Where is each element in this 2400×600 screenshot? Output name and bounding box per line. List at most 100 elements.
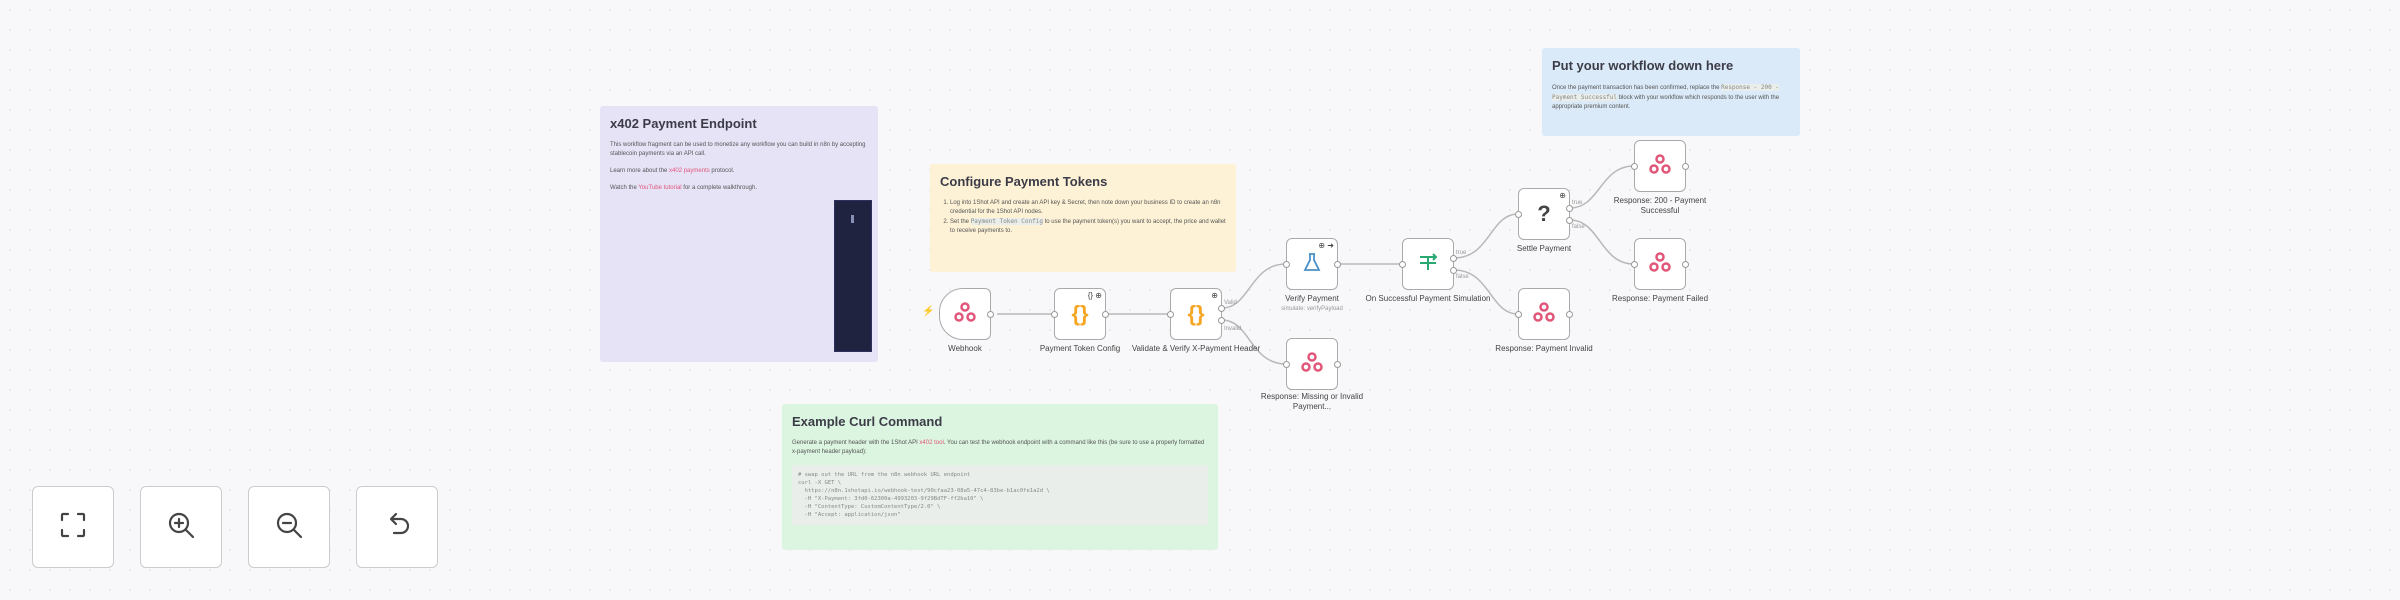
output-port[interactable]	[1566, 311, 1573, 318]
edge-validate-missing	[1221, 319, 1287, 365]
text-span: . You can test the webhook endpoint with…	[792, 440, 1205, 455]
node-label: Response: 200 - Payment Successful	[1613, 196, 1707, 215]
input-port[interactable]	[1631, 163, 1638, 170]
sticky-text: This workflow fragment can be used to mo…	[610, 142, 866, 157]
edge-label-invalid: Invalid	[1224, 326, 1241, 332]
zoom-out-icon	[274, 510, 304, 545]
zoom-in-button[interactable]	[140, 486, 222, 568]
input-port[interactable]	[1283, 361, 1290, 368]
output-port-false[interactable]	[1450, 267, 1457, 274]
sticky-steps: Log into 1Shot API and create an API key…	[940, 199, 1226, 236]
edge-settle-failed	[1569, 219, 1635, 265]
edge-onsuccess-settle	[1453, 213, 1519, 259]
input-port[interactable]	[1283, 261, 1290, 268]
output-port[interactable]	[987, 311, 994, 318]
output-port-invalid[interactable]	[1218, 317, 1225, 324]
edge-label-false: false	[1456, 274, 1469, 280]
node-response-invalid[interactable]	[1515, 288, 1573, 340]
edge-onsuccess-invalid	[1453, 269, 1519, 315]
webhook-icon	[954, 301, 976, 328]
node-payment-token-config[interactable]: {} {} ⊕	[1051, 288, 1109, 340]
edge-label-true: true	[1572, 200, 1583, 206]
video-embed[interactable]	[834, 200, 872, 352]
edge-validate-verify	[1221, 263, 1287, 309]
output-port[interactable]	[1334, 261, 1341, 268]
sticky-workflow-here[interactable]: Put your workflow down here Once the pay…	[1542, 48, 1800, 136]
node-settle-payment[interactable]: ? ⊕	[1515, 188, 1573, 240]
output-port[interactable]	[1102, 311, 1109, 318]
node-badge: ⊕	[1559, 191, 1566, 200]
sticky-configure-tokens[interactable]: Configure Payment Tokens Log into 1Shot …	[930, 164, 1236, 272]
input-port[interactable]	[1399, 261, 1406, 268]
output-port-valid[interactable]	[1218, 305, 1225, 312]
text-span: Generate a payment header with the 1Shot…	[792, 440, 920, 446]
text-span: for a complete walkthrough.	[681, 185, 757, 191]
flask-icon	[1301, 251, 1323, 278]
sticky-x402-endpoint[interactable]: x402 Payment Endpoint This workflow frag…	[600, 106, 878, 362]
input-port[interactable]	[1167, 311, 1174, 318]
fit-view-icon	[58, 510, 88, 545]
x402-link[interactable]: x402 payments	[669, 168, 710, 174]
sticky-title: Configure Payment Tokens	[940, 174, 1108, 189]
code-braces-icon: {}	[1187, 301, 1205, 326]
sticky-curl-command[interactable]: Example Curl Command Generate a payment …	[782, 404, 1218, 550]
input-port[interactable]	[1515, 311, 1522, 318]
output-port-true[interactable]	[1450, 255, 1457, 262]
webhook-icon	[1649, 153, 1671, 180]
text-span: protocol.	[709, 168, 735, 174]
output-port[interactable]	[1682, 261, 1689, 268]
output-port-true[interactable]	[1566, 205, 1573, 212]
node-badge: {} ⊕	[1087, 291, 1102, 300]
node-label: Settle Payment	[1516, 244, 1572, 253]
node-webhook[interactable]	[939, 288, 994, 340]
text-span: Learn more about the	[610, 168, 670, 174]
input-port[interactable]	[1631, 261, 1638, 268]
sticky-text: Learn more about the x402 payments proto…	[610, 167, 868, 176]
youtube-link[interactable]: YouTube tutorial	[638, 185, 682, 191]
trigger-bolt-icon: ⚡	[922, 306, 935, 317]
input-port[interactable]	[1051, 311, 1058, 318]
text-span: Watch the	[610, 185, 639, 191]
sticky-title: x402 Payment Endpoint	[610, 116, 757, 131]
output-port[interactable]	[1682, 163, 1689, 170]
code-braces-icon: {}	[1071, 301, 1089, 326]
input-port[interactable]	[1515, 211, 1522, 218]
edge-settle-200	[1569, 165, 1635, 209]
node-label: Response: Missing or Invalid Payment...	[1260, 392, 1364, 411]
node-label: Response: Payment Failed	[1611, 294, 1709, 303]
text-span: Set the	[950, 219, 971, 225]
node-response-200[interactable]	[1631, 140, 1689, 192]
question-icon: ?	[1537, 201, 1551, 226]
webhook-icon	[1649, 251, 1671, 278]
node-verify-payment[interactable]: ⊕ ➜	[1283, 238, 1341, 290]
webhook-icon	[1301, 351, 1323, 378]
x402-tool-link[interactable]: x402 tool	[919, 440, 944, 446]
node-badge: ⊕	[1211, 291, 1218, 300]
node-subtitle: simulate: verifyPayload	[1281, 306, 1343, 312]
output-port[interactable]	[1334, 361, 1341, 368]
edge-label-valid: Valid	[1224, 300, 1237, 306]
node-response-missing[interactable]	[1283, 338, 1341, 390]
fit-view-button[interactable]	[32, 486, 114, 568]
reset-zoom-icon	[382, 510, 412, 545]
node-label: On Successful Payment Simulation	[1365, 294, 1491, 303]
inline-code: Payment Token Config	[970, 218, 1043, 225]
filter-icon	[1416, 251, 1440, 278]
node-on-successful-simulation[interactable]	[1399, 238, 1457, 290]
output-port-false[interactable]	[1566, 217, 1573, 224]
node-label: Verify Payment simulate: verifyPayload	[1247, 294, 1377, 314]
step-2: Set the Payment Token Config to use the …	[950, 217, 1226, 236]
zoom-out-button[interactable]	[248, 486, 330, 568]
node-validate-header[interactable]: {} ⊕	[1167, 288, 1225, 340]
node-label: Webhook	[948, 344, 982, 353]
edge-label-false: false	[1572, 224, 1585, 230]
node-response-failed[interactable]	[1631, 238, 1689, 290]
node-label: Validate & Verify X-Payment Header	[1131, 344, 1261, 353]
curl-code-block: # swap out the URL from the n8n webhook …	[792, 465, 1208, 525]
edge-label-true: true	[1456, 250, 1467, 256]
zoom-in-icon	[166, 510, 196, 545]
node-label: Response: Payment Invalid	[1495, 344, 1593, 353]
webhook-icon	[1533, 301, 1555, 328]
reset-zoom-button[interactable]	[356, 486, 438, 568]
